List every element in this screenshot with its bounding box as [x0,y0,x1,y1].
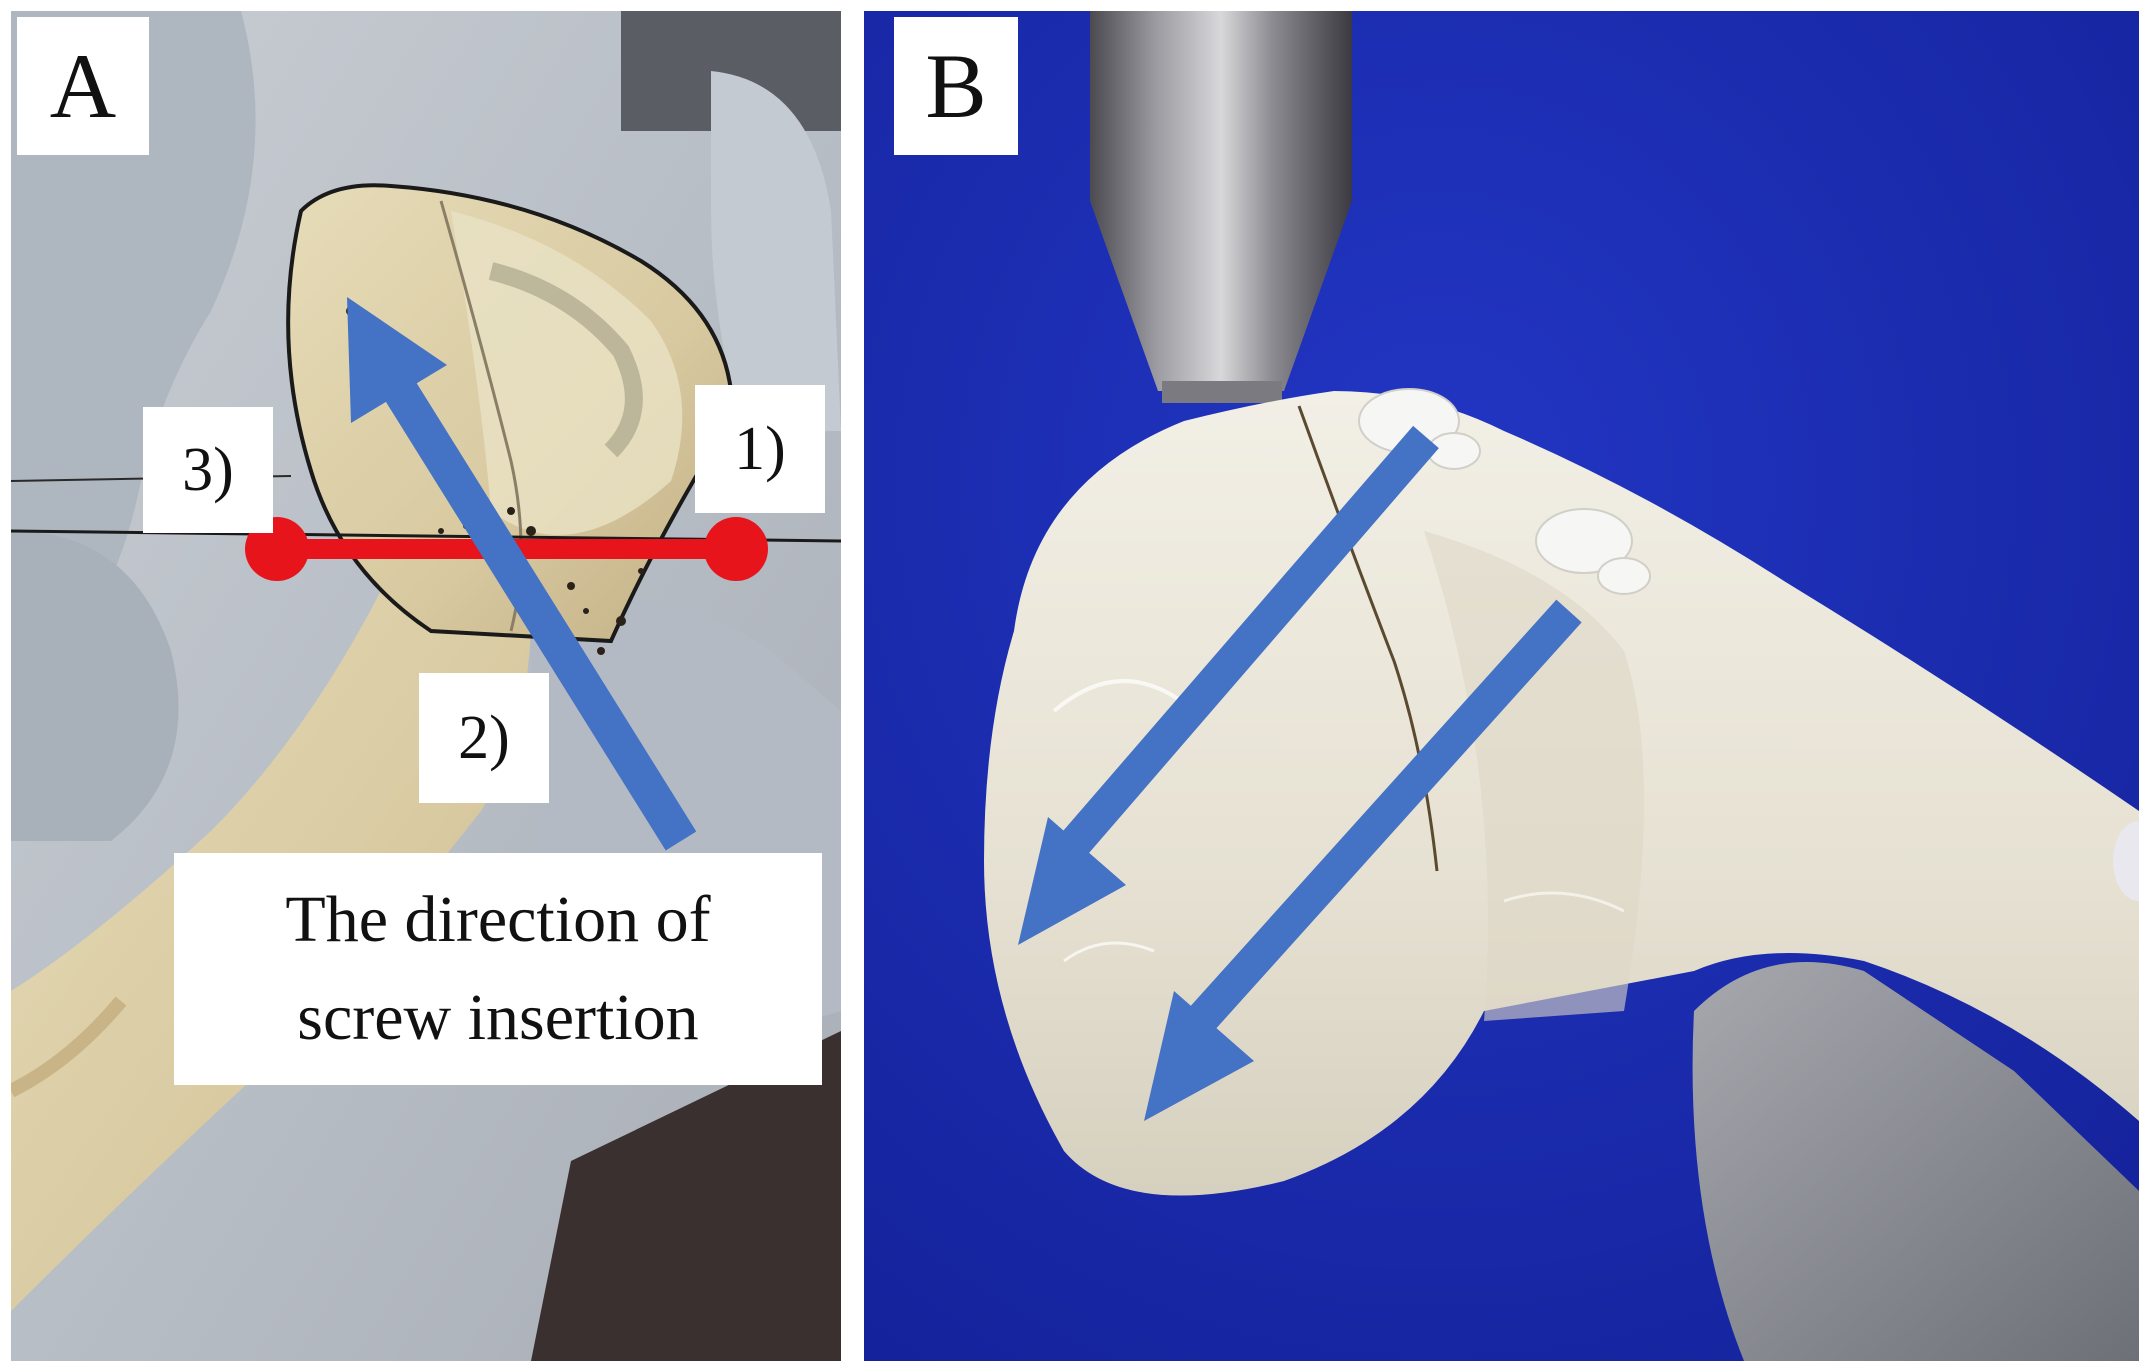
panel-b: B [864,11,2139,1361]
screw-direction-caption: The direction of screw insertion [174,853,822,1085]
screw-direction-arrow-icon [347,297,697,851]
caption-line-1: The direction of [285,883,711,956]
marker-1: 1) [695,385,825,513]
panel-b-annotations [1018,425,1582,1121]
screw-direction-arrow-icon [1144,599,1582,1121]
panel-a: A 1) 3) 2) The direction of screw insert… [11,11,841,1361]
measurement-line-icon [245,517,768,581]
marker-3: 3) [143,407,273,533]
panel-a-annotations [245,297,768,851]
panel-letter-b: B [894,17,1018,155]
screw-direction-arrow-icon [1018,425,1439,945]
marker-2: 2) [419,673,549,803]
caption-line-2: screw insertion [297,981,699,1054]
panel-letter-a: A [17,17,149,155]
